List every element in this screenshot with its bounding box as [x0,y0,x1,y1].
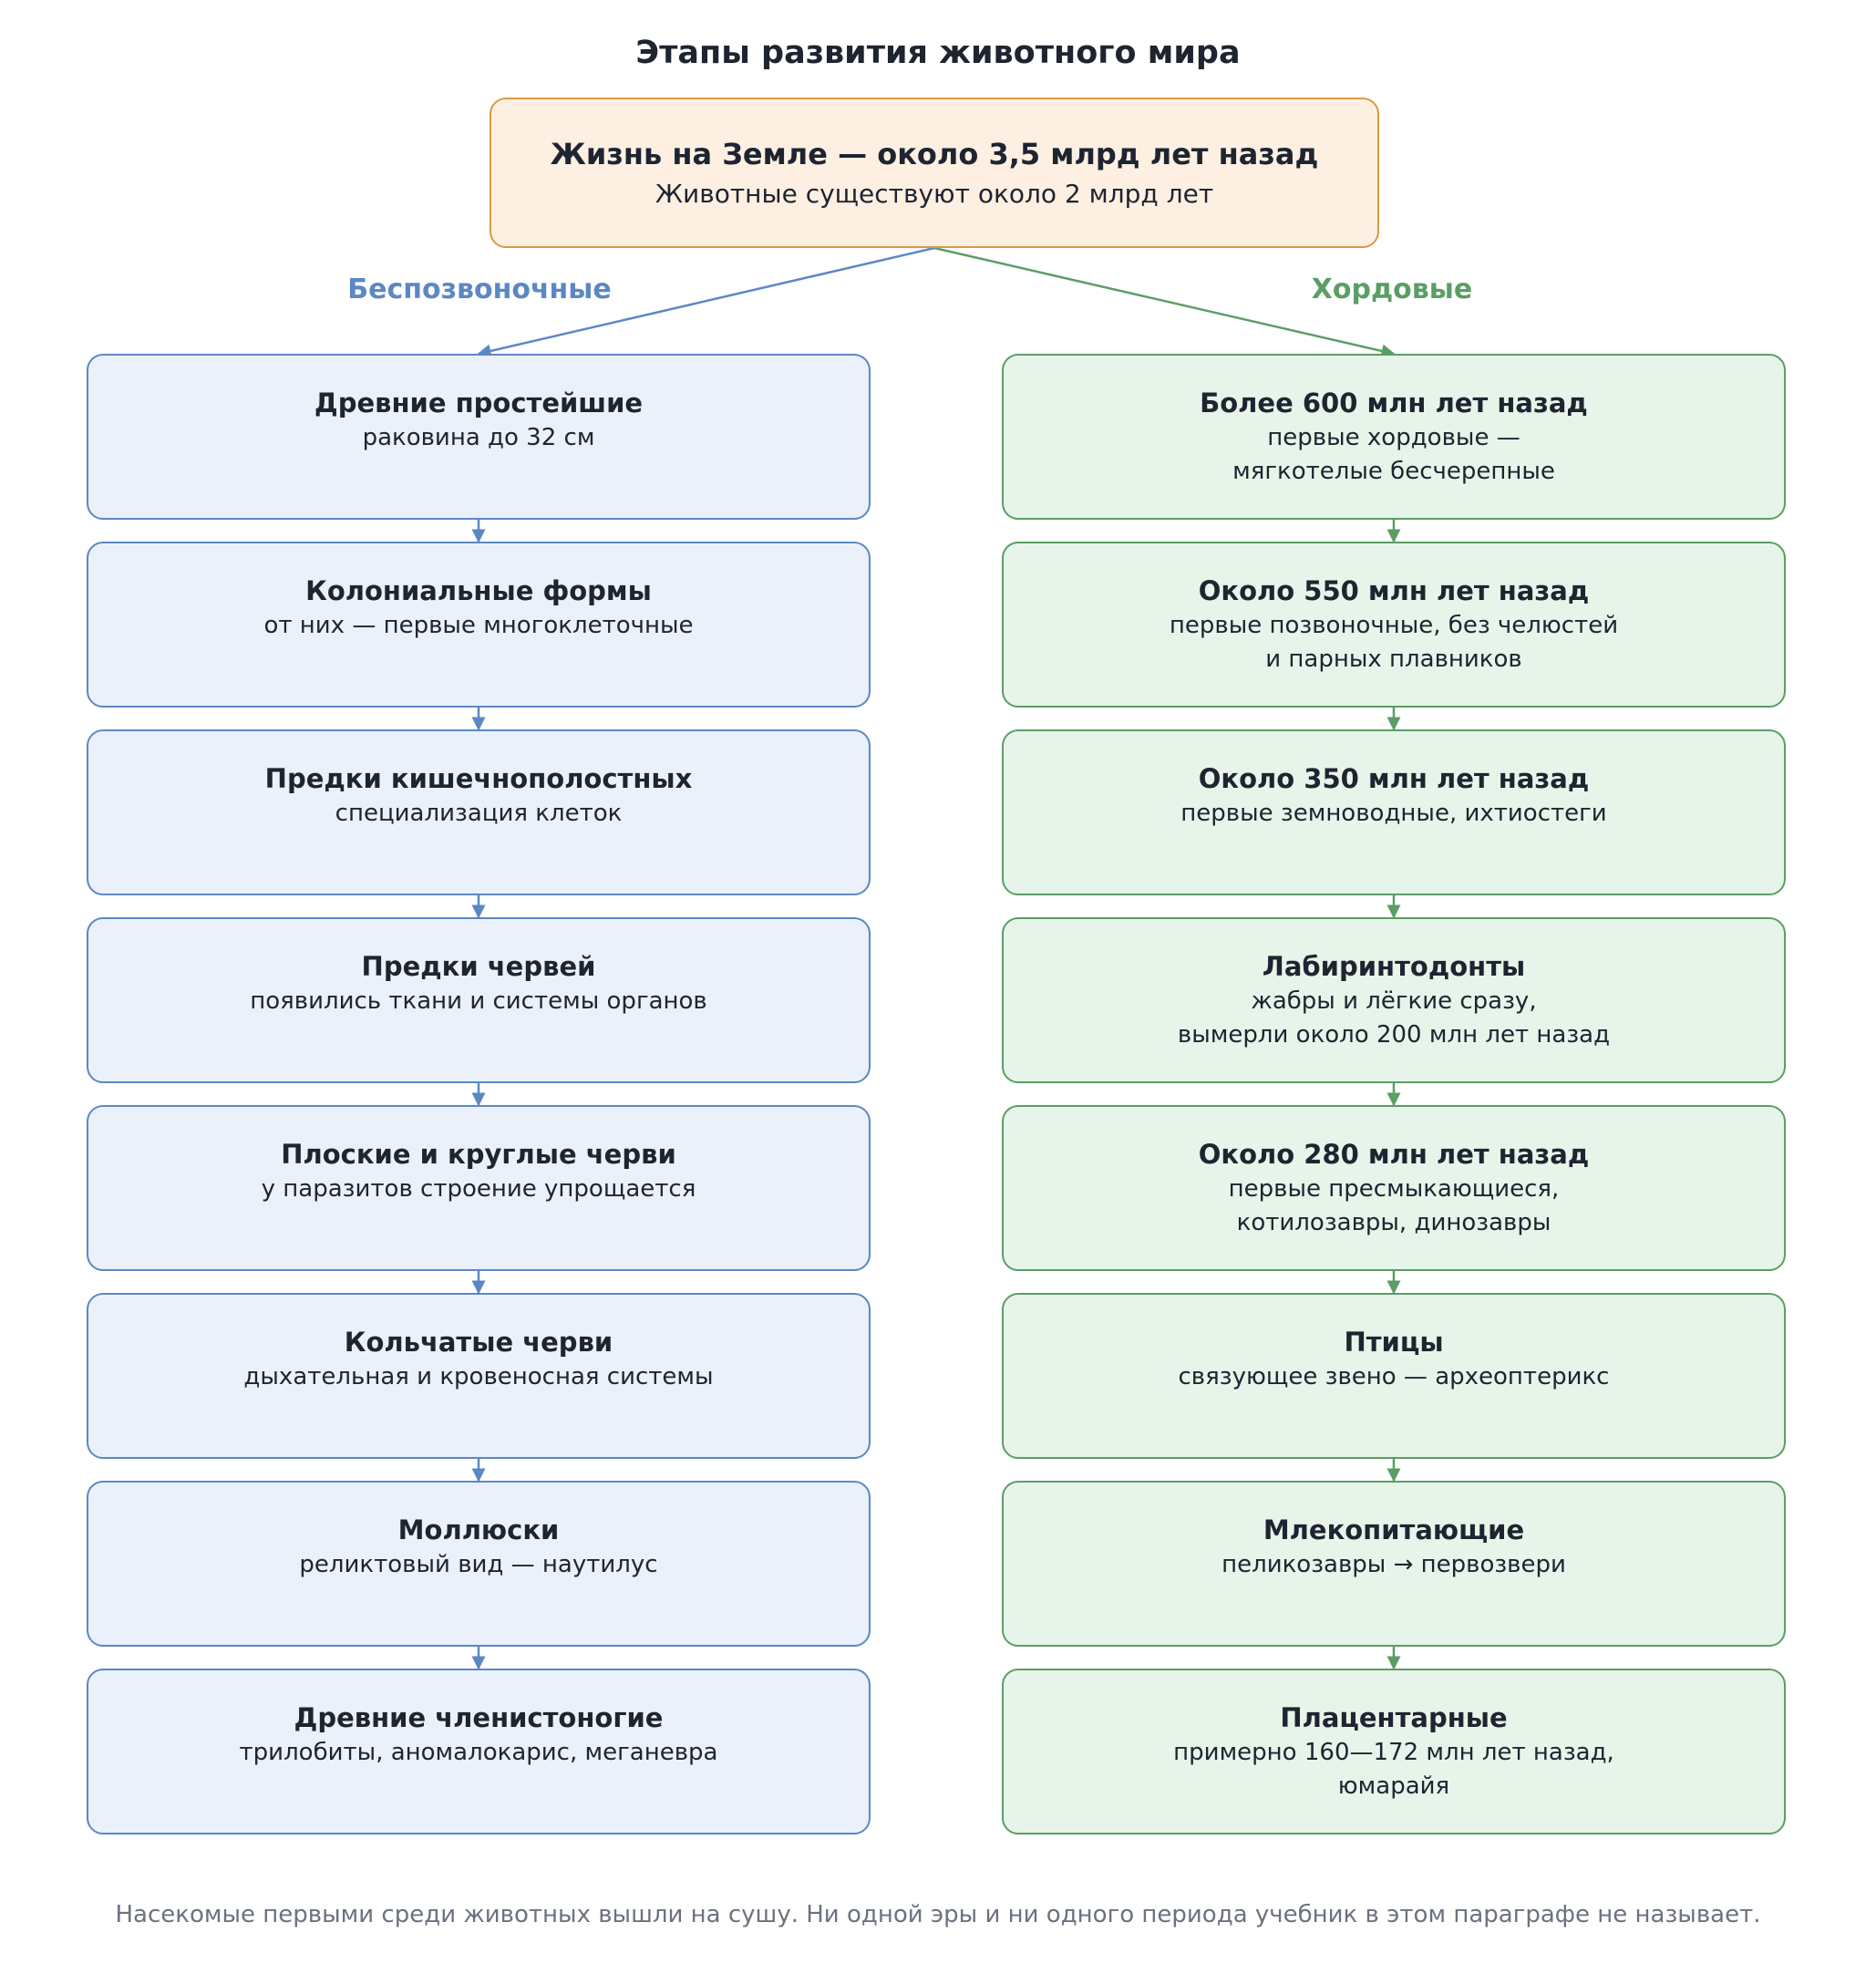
stage-title: Более 600 млн лет назад [1200,388,1588,419]
root-subtitle: Животные существуют около 2 млрд лет [655,178,1214,209]
invertebrate-stage: Колониальные формы от них — первые многок… [87,542,871,708]
stage-description: раковина до 32 см [362,424,595,451]
footnote: Насекомые первыми среди животных вышли н… [115,1901,1761,1928]
stage-title: Кольчатые черви [344,1327,613,1358]
stage-title: Плацентарные [1280,1702,1508,1733]
stage-title: Предки кишечнополостных [264,763,693,794]
stage-description: трилобиты, аномалокарис, меганевра [239,1739,718,1766]
stage-title: Моллюски [397,1514,560,1545]
stage-description: от них — первые многоклеточные [263,612,694,639]
invertebrate-stage: Предки червей появились ткани и системы о… [87,917,871,1083]
stage-title: Предки червей [361,951,596,982]
stage-description: примерно 160—172 млн лет назад, юмарайя [1173,1739,1614,1800]
stage-title: Около 280 млн лет назад [1198,1139,1590,1170]
stage-description: связующее звено — археоптерикс [1178,1363,1610,1390]
branch-label-chordates: Хордовые [1311,274,1473,305]
root-box: Жизнь на Земле — около 3,5 млрд лет наза… [490,98,1379,248]
stage-title: Колониальные формы [305,575,652,606]
branch-label-invertebrates: Беспозвоночные [347,274,612,305]
invertebrate-stage: Кольчатые черви дыхательная и кровеносная… [87,1293,871,1459]
chordate-stage: Более 600 млн лет назад первые хордовые —… [1002,354,1786,520]
invertebrate-stage: Предки кишечнополостных специализация кле… [87,729,871,895]
stage-description: первые позвоночные, без челюстей и парны… [1169,612,1619,673]
branch-arrow-chordates [933,246,1396,358]
stage-title: Древние простейшие [314,388,644,419]
stage-description: жабры и лёгкие сразу, вымерли около 200 … [1177,987,1611,1049]
stage-description: у паразитов строение упрощается [261,1175,696,1203]
stage-description: пеликозавры → первозвери [1221,1551,1566,1578]
stage-title: Древние членистоногие [294,1702,664,1733]
stage-title: Лабиринтодонты [1262,951,1526,982]
chordate-stage: Млекопитающие пеликозавры → первозвери [1002,1481,1786,1647]
chordate-stage: Плацентарные примерно 160—172 млн лет наз… [1002,1669,1786,1834]
invertebrate-stage: Древние членистоногие трилобиты, аномалок… [87,1669,871,1834]
stage-title: Млекопитающие [1263,1514,1525,1545]
invertebrate-stage: Древние простейшие раковина до 32 см [87,354,871,520]
stage-description: специализация клеток [335,800,623,827]
stage-title: Птицы [1344,1327,1444,1358]
page-title: Этапы развития животного мира [635,35,1241,71]
invertebrate-stage: Плоские и круглые черви у паразитов строе… [87,1105,871,1271]
chordate-stage: Около 550 млн лет назад первые позвоночны… [1002,542,1786,708]
stage-description: первые земноводные, ихтиостеги [1180,800,1607,827]
root-title: Жизнь на Земле — около 3,5 млрд лет наза… [550,136,1319,171]
chordate-stage: Около 280 млн лет назад первые пресмыкающ… [1002,1105,1786,1271]
stage-description: появились ткани и системы органов [250,987,707,1015]
invertebrate-stage: Моллюски реликтовый вид — наутилус [87,1481,871,1647]
stage-title: Плоские и круглые черви [281,1139,676,1170]
stage-description: первые пресмыкающиеся, котилозавры, дино… [1228,1175,1560,1236]
chordate-stage: Лабиринтодонты жабры и лёгкие сразу, выме… [1002,917,1786,1083]
stage-description: первые хордовые — мягкотелые бесчерепные [1232,424,1555,485]
stage-description: реликтовый вид — наутилус [299,1551,658,1578]
stage-title: Около 350 млн лет назад [1198,763,1590,794]
stage-description: дыхательная и кровеносная системы [243,1363,714,1390]
stage-title: Около 550 млн лет назад [1198,575,1590,606]
chordate-stage: Около 350 млн лет назад первые земноводны… [1002,729,1786,895]
chordate-stage: Птицы связующее звено — археоптерикс [1002,1293,1786,1459]
branch-arrow-invertebrates [477,246,935,358]
